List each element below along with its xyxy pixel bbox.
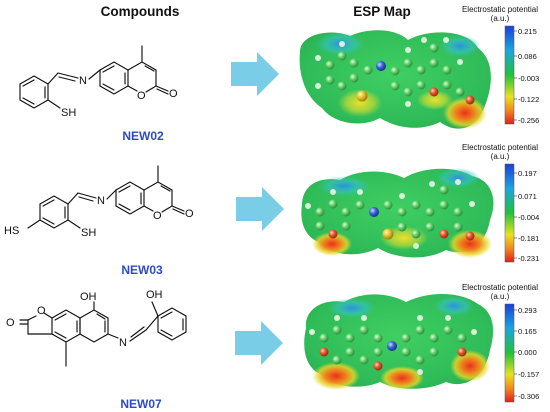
colorbar-tick: 0.165 xyxy=(518,327,537,336)
n-label: N xyxy=(119,337,127,349)
colorbar-tick: 0.071 xyxy=(518,192,537,201)
colorbar-unit: (a.u.) xyxy=(491,14,510,23)
colorbar-unit: (a.u.) xyxy=(491,292,510,301)
ho-label: OH xyxy=(146,289,163,301)
name-new03: NEW03 xyxy=(121,263,163,277)
colorbar-tick: -0.231 xyxy=(518,254,539,263)
arrow-new03 xyxy=(236,187,284,231)
colorbar-tick: 0.215 xyxy=(518,27,537,36)
colorbar-title: Electrostatic potential xyxy=(462,5,538,14)
o-ring-label: O xyxy=(153,210,162,222)
compounds-header: Compounds xyxy=(101,4,180,19)
colorbar-tick: 0.086 xyxy=(518,52,537,61)
sh-label: SH xyxy=(61,107,76,119)
colorbar-tick: -0.306 xyxy=(518,392,539,401)
o-ring-label: O xyxy=(137,90,146,102)
n-label: N xyxy=(97,195,105,207)
colorbar-tick: 0.000 xyxy=(518,348,537,357)
colorbar-tick: -0.256 xyxy=(518,116,539,125)
o-carbonyl-label: O xyxy=(6,317,15,329)
hs-label: HS xyxy=(4,225,19,237)
colorbar-tick: -0.181 xyxy=(518,234,539,243)
structure-new02: SH N O O xyxy=(19,45,178,119)
colorbar-tick: -0.157 xyxy=(518,370,539,379)
structure-new03: HS SH N O O xyxy=(4,165,194,239)
n-label: N xyxy=(79,75,87,87)
oh-label: OH xyxy=(80,291,97,303)
colorbar-title: Electrostatic potential xyxy=(462,143,538,152)
sh-label: SH xyxy=(81,227,96,239)
structure-new07: OH O O N OH xyxy=(6,289,187,367)
colorbar-tick: 0.293 xyxy=(518,306,537,315)
esp-map-new07 xyxy=(304,293,494,390)
o-carbonyl-label: O xyxy=(185,208,194,220)
o-ring-label: O xyxy=(37,305,46,317)
colorbar-unit: (a.u.) xyxy=(491,152,510,161)
colorbar-tick: -0.122 xyxy=(518,95,539,104)
arrow-new02 xyxy=(231,52,279,96)
name-new07: NEW07 xyxy=(120,397,162,411)
colorbar-tick: -0.003 xyxy=(518,74,539,83)
colorbar-new02: Electrostatic potential (a.u.) 0.215 0.0… xyxy=(462,5,539,125)
arrow-new07 xyxy=(235,321,283,365)
name-new02: NEW02 xyxy=(122,129,164,143)
esp-map-new02 xyxy=(299,30,491,129)
colorbar-tick: -0.004 xyxy=(518,213,539,222)
colorbar-title: Electrostatic potential xyxy=(462,283,538,292)
o-carbonyl-label: O xyxy=(169,88,178,100)
esp-map-header: ESP Map xyxy=(353,4,411,19)
esp-map-new03 xyxy=(301,168,494,258)
colorbar-tick: 0.197 xyxy=(518,169,537,178)
colorbar-new07: Electrostatic potential (a.u.) 0.293 0.1… xyxy=(462,283,539,403)
colorbar-new03: Electrostatic potential (a.u.) 0.197 0.0… xyxy=(462,143,539,263)
